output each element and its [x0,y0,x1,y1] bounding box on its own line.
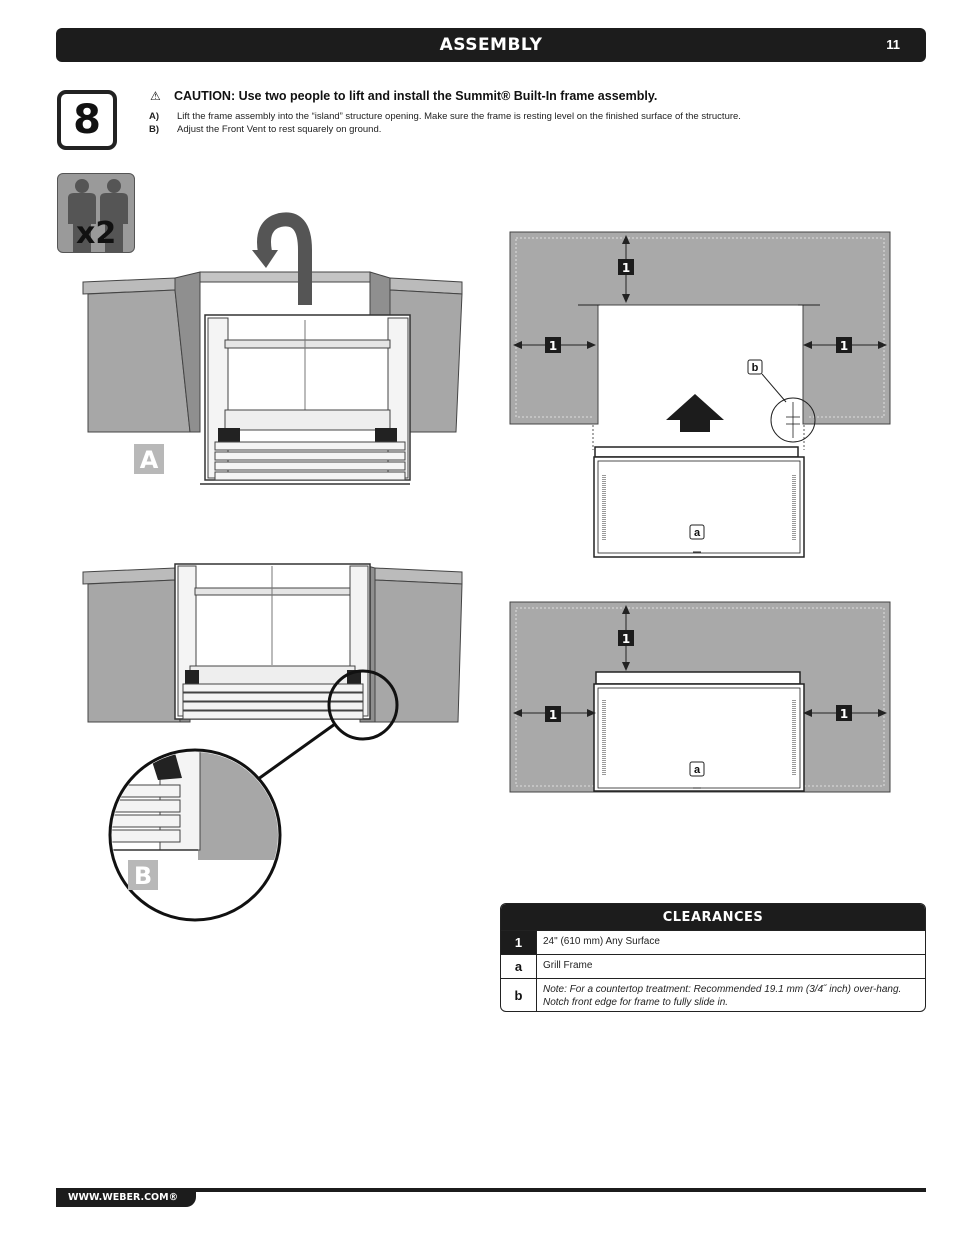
callout-1-left: 1 [549,339,557,353]
clearances-table: CLEARANCES 1 24" (610 mm) Any Surface a … [500,903,926,1012]
instruction-a: A)Lift the frame assembly into the “isla… [149,111,741,122]
table-row: b Note: For a countertop treatment: Reco… [501,978,925,1011]
x2-label: x2 [76,216,117,251]
plan-view-2: 1 1 1 a [509,601,891,793]
plan-view-1: 1 1 1 b a [509,231,891,558]
footer-rule [56,1188,926,1192]
clearance-key: b [501,979,537,1011]
callout-1-left-2: 1 [549,708,557,722]
page-title: ASSEMBLY [439,35,543,55]
clearance-value: Grill Frame [543,960,593,971]
callout-b: b [752,362,759,374]
callout-1-right: 1 [840,339,848,353]
table-row: a Grill Frame [501,954,925,978]
clearance-value: 24" (610 mm) Any Surface [543,936,660,947]
footer-url[interactable]: WWW.WEBER.COM® [68,1192,179,1203]
panel-a-label: A [140,446,159,474]
footer-tab [56,1188,196,1207]
caution-line: ⚠ CAUTION: Use two people to lift and ins… [150,89,657,103]
panel-b-label: B [134,862,152,890]
callout-1-right-2: 1 [840,707,848,721]
callout-1-top-2: 1 [622,632,630,646]
clearances-title: CLEARANCES [501,904,925,930]
step-number: 8 [57,90,117,150]
clearance-value: Note: For a countertop treatment: Recomm… [543,984,902,1008]
two-person-badge: x2 [57,173,135,253]
clearance-key: a [501,955,537,978]
callout-a-1: a [694,527,701,539]
two-people-icon [68,179,128,252]
illustration-a: A [82,212,463,485]
callout-1-top: 1 [622,261,630,275]
clearance-key: 1 [501,931,537,954]
warning-triangle-icon: ⚠ [150,89,161,103]
callout-a-2: a [694,764,701,776]
header-bar: ASSEMBLY 11 [56,28,926,62]
instruction-b: B)Adjust the Front Vent to rest squarely… [149,124,382,135]
page-number: 11 [886,37,900,52]
table-row: 1 24" (610 mm) Any Surface [501,930,925,954]
caution-text: CAUTION: Use two people to lift and inst… [174,89,658,103]
illustration-b: B [82,563,463,922]
